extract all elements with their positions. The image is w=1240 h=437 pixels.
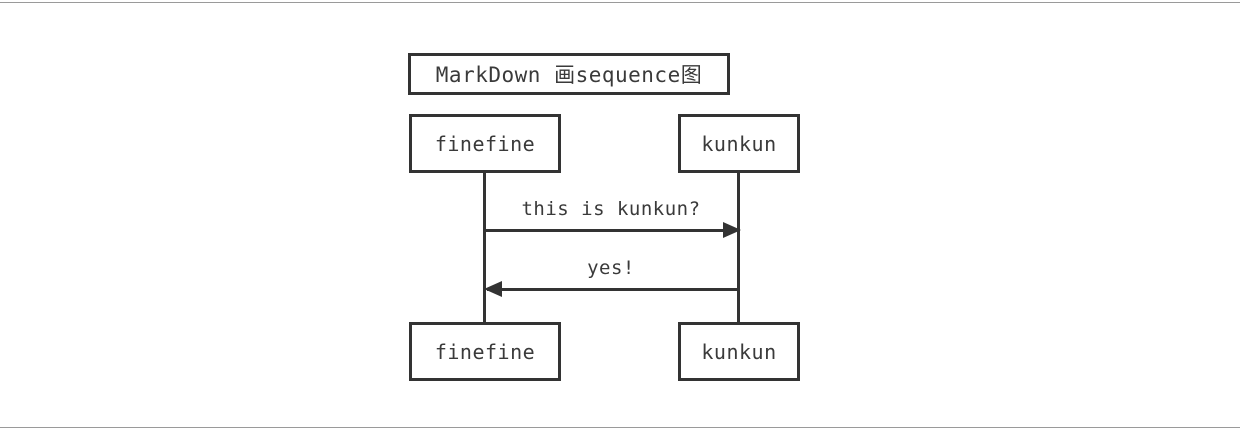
page-top-rule (0, 2, 1240, 3)
participant-kunkun-top: kunkun (678, 114, 800, 173)
participant-finefine-top-label: finefine (434, 131, 536, 156)
arrowhead-right-icon (723, 222, 741, 238)
message-2-line (487, 288, 738, 291)
message-2-label: yes! (587, 257, 635, 279)
message-1-label: this is kunkun? (521, 198, 701, 220)
diagram-title-box: MarkDown 画sequence图 (408, 53, 730, 95)
participant-finefine-top: finefine (409, 114, 561, 173)
participant-kunkun-top-label: kunkun (701, 131, 777, 156)
lifeline-finefine (483, 173, 486, 322)
message-1-line (485, 229, 735, 232)
diagram-title-label: MarkDown 画sequence图 (435, 63, 703, 87)
arrowhead-left-icon (484, 281, 502, 297)
participant-finefine-bottom: finefine (409, 322, 561, 381)
participant-kunkun-bottom-label: kunkun (701, 339, 777, 364)
participant-kunkun-bottom: kunkun (678, 322, 800, 381)
lifeline-kunkun (737, 173, 740, 322)
page-bottom-rule (0, 427, 1240, 428)
participant-finefine-bottom-label: finefine (434, 339, 536, 364)
